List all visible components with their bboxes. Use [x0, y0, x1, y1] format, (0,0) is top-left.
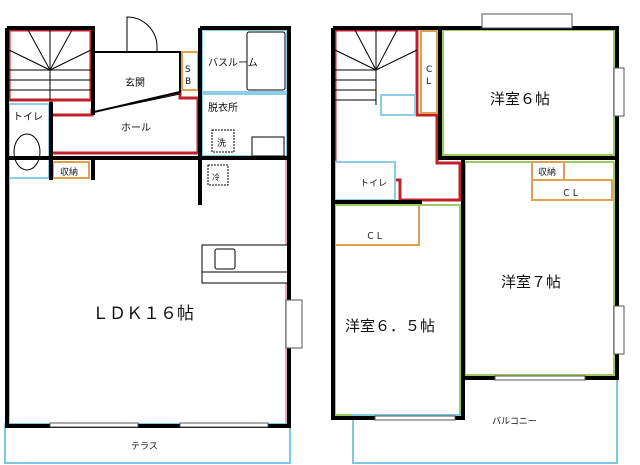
windows-2f — [374, 13, 625, 421]
label-sb-s: S — [185, 65, 191, 75]
hall-area — [49, 90, 200, 155]
fridge-space — [207, 164, 229, 186]
label-cl-top-l: L — [426, 77, 431, 87]
walls-1f — [5, 26, 291, 428]
label-cl-left: ＣＬ — [366, 232, 384, 242]
stairs-1f-lines — [8, 29, 92, 100]
entry-door-icon — [126, 16, 158, 51]
stairs-2f-lines — [334, 29, 418, 105]
label-room65: 洋室６．５帖 — [345, 317, 435, 335]
label-cl-top-c: C — [426, 65, 432, 75]
walls-2f — [331, 26, 619, 420]
floor-1: 玄関 S B バスルーム 脱衣所 ホール トイレ 収納 洗 冷 ＬＤＫ１６帖 テ… — [4, 16, 303, 464]
label-sb-b: B — [185, 77, 191, 87]
label-cl-right: ＣＬ — [562, 189, 580, 199]
label-fridge: 冷 — [212, 172, 220, 182]
label-genkan: 玄関 — [125, 76, 145, 89]
label-shuno-1f: 収納 — [60, 166, 78, 178]
ldk-area — [8, 158, 287, 427]
label-hall: ホール — [121, 122, 151, 134]
label-washer: 洗 — [217, 137, 226, 149]
washer-space — [211, 129, 235, 153]
bathtub — [246, 31, 286, 91]
closet-right — [531, 179, 613, 201]
label-balcony: バルコニー — [492, 416, 537, 427]
sink — [251, 136, 285, 157]
closet-left — [334, 204, 420, 246]
label-terrace: テラス — [131, 441, 158, 452]
windows-1f — [49, 299, 303, 428]
label-room6: 洋室６帖 — [490, 90, 550, 108]
closet-top — [420, 30, 438, 114]
label-room7: 洋室７帖 — [501, 273, 561, 291]
label-bath: バスルーム — [208, 57, 258, 69]
label-toilet-1f: トイレ — [13, 112, 43, 123]
toilet-bowl-icon — [13, 133, 41, 171]
label-datsui: 脱衣所 — [208, 101, 238, 114]
kitchen-sink-icon — [214, 248, 236, 270]
floor-2: C L 洋室６帖 トイレ 収納 ＣＬ ＣＬ 洋室７帖 洋室６．５帖 バルコニー — [331, 13, 625, 464]
label-toilet-2f: トイレ — [360, 179, 387, 189]
wash-basin-2f — [380, 94, 416, 116]
label-shuno-2f: 収納 — [538, 166, 556, 178]
label-ldk: ＬＤＫ１６帖 — [92, 304, 194, 324]
genkan-step — [93, 93, 181, 113]
